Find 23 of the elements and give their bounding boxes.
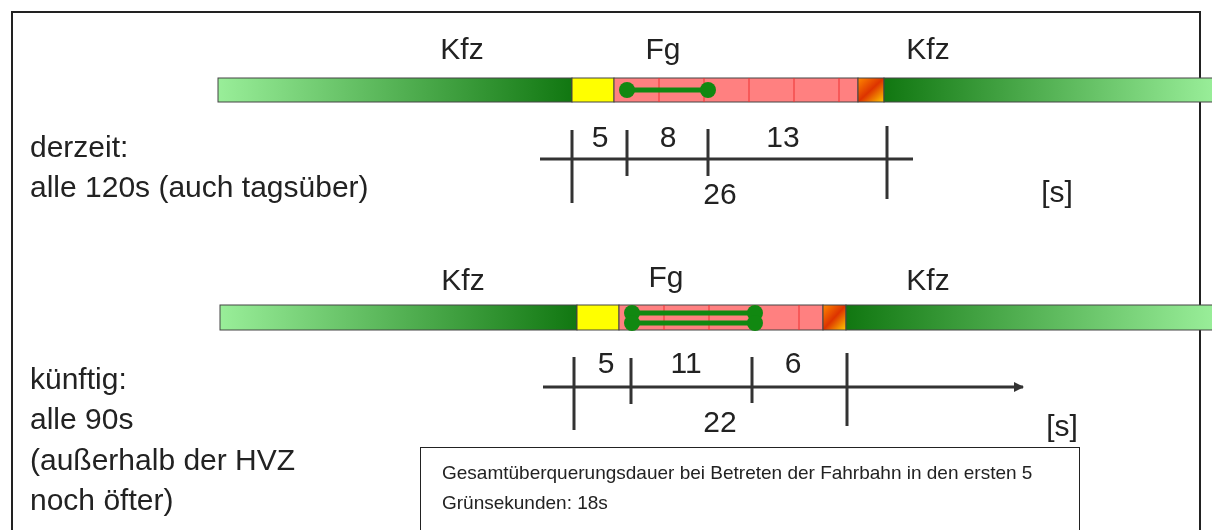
cycle-note: alle 90s xyxy=(30,401,134,437)
duration-total: 22 xyxy=(703,404,737,440)
note-text: Gesamtüberquerungsdauer bei Betreten der Fahrbahn in den ersten 5 Grünsekunden: 18s xyxy=(442,461,1034,515)
vehicle-phase-label: Kfz xyxy=(906,262,950,298)
note-box xyxy=(420,447,1080,530)
cycle-note: (außerhalb der HVZ noch öfter) xyxy=(30,442,297,518)
duration-value: 5 xyxy=(597,345,615,381)
scenario-label: künftig: xyxy=(30,361,127,397)
duration-value: 6 xyxy=(784,345,802,381)
cycle-note: alle 120s (auch tagsüber) xyxy=(30,169,369,205)
duration-value: 13 xyxy=(766,119,800,155)
vehicle-phase-label: Kfz xyxy=(906,31,950,67)
pedestrian-phase-label: Fg xyxy=(648,259,684,295)
vehicle-phase-label: Kfz xyxy=(441,262,485,298)
unit-label: [s] xyxy=(1046,408,1078,444)
duration-value: 8 xyxy=(659,119,677,155)
vehicle-phase-label: Kfz xyxy=(440,31,484,67)
duration-value: 11 xyxy=(670,345,702,381)
unit-label: [s] xyxy=(1041,174,1073,210)
scenario-label: derzeit: xyxy=(30,129,129,165)
pedestrian-phase-label: Fg xyxy=(645,31,681,67)
duration-total: 26 xyxy=(703,176,737,212)
duration-value: 5 xyxy=(591,119,609,155)
